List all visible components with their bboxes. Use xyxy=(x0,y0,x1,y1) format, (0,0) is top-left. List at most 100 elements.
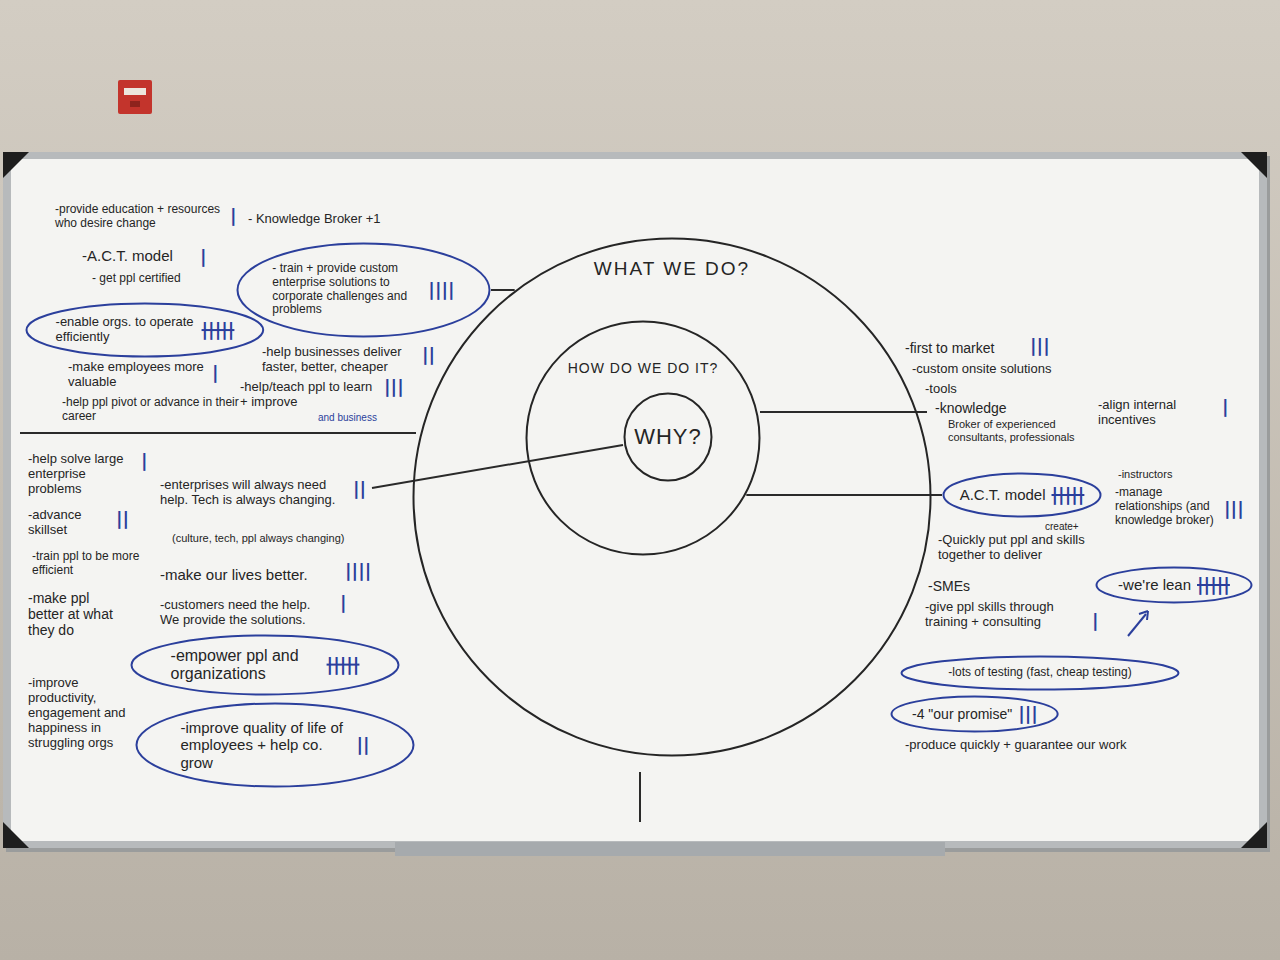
golden-circle: WHY? HOW DO WE DO IT? xyxy=(525,320,761,556)
circled-note: -we're lean ||||| xyxy=(1095,566,1253,604)
note-text: -tools xyxy=(925,382,957,397)
circled-note: -4 "our promise" ||| xyxy=(890,695,1059,733)
arrow-head xyxy=(1139,611,1148,620)
circle-title: WHY? xyxy=(634,424,702,449)
tally-mark: ||||| xyxy=(1197,576,1230,594)
label-slot: -knowledge xyxy=(935,400,1007,416)
label-slot: -enterprises will always need help. Tech… xyxy=(160,478,350,508)
note-text: -Quickly put ppl and skills together to … xyxy=(938,533,1108,563)
node-content: A.C.T. model||||| xyxy=(960,486,1085,504)
label-slot: | xyxy=(1222,398,1229,416)
tally-mark: | xyxy=(212,364,219,382)
label-slot: and business xyxy=(318,412,377,424)
note-text: -we're lean xyxy=(1118,576,1191,593)
label-slot: ||| xyxy=(1224,500,1244,518)
circled-note: -improve quality of life of employees + … xyxy=(135,702,415,788)
circled-ring xyxy=(137,704,414,787)
tally-mark: |||| xyxy=(345,562,371,580)
label-slot: - Knowledge Broker +1 xyxy=(248,212,381,227)
tally-mark: ||||| xyxy=(1052,486,1085,504)
alarm-grille xyxy=(130,101,140,107)
label-slot: |||| xyxy=(345,562,371,580)
label-slot: -help solve large enterprise problems xyxy=(28,452,140,497)
note-text: -help businesses deliver faster, better,… xyxy=(262,345,422,375)
alarm-strobe xyxy=(124,88,146,95)
label-slot: Broker of experienced consultants, profe… xyxy=(948,418,1083,443)
circle-title: HOW DO WE DO IT? xyxy=(525,360,761,376)
circled-note: A.C.T. model||||| xyxy=(942,472,1102,518)
frame-corner xyxy=(3,822,29,848)
connector-line xyxy=(491,289,515,291)
node-content: -4 "our promise" ||| xyxy=(912,705,1038,723)
tally-mark: || xyxy=(356,736,369,754)
circled-ring xyxy=(238,244,490,337)
tally-mark: | xyxy=(141,452,148,470)
tally-mark: | xyxy=(230,207,237,225)
label-slot: -produce quickly + guarantee our work xyxy=(905,738,1126,753)
note-text: -improve productivity, engagement and ha… xyxy=(28,676,128,751)
tally-mark: || xyxy=(116,510,129,528)
note-text: -make employees more valuable xyxy=(68,360,208,390)
note-text: -train ppl to be more efficient xyxy=(32,550,144,578)
note-text: -lots of testing (fast, cheap testing) xyxy=(948,666,1131,680)
connector-line xyxy=(746,494,942,496)
board-shadow xyxy=(6,156,1270,852)
tally-mark: | xyxy=(1092,612,1099,630)
note-text: -make ppl better at what they do xyxy=(28,590,120,638)
golden-circle: WHY? HOW DO WE DO IT? WHAT WE DO? xyxy=(412,237,932,757)
node-content: -empower ppl and organizations||||| xyxy=(171,647,360,684)
label-slot: | xyxy=(230,207,237,225)
label-slot: || xyxy=(353,480,366,498)
board-frame xyxy=(3,152,1267,848)
node-content: -enable orgs. to operate efficiently||||… xyxy=(56,315,235,345)
node-content: - train + provide custom enterprise solu… xyxy=(272,262,454,317)
note-text: -produce quickly + guarantee our work xyxy=(905,738,1126,753)
node-content: WHAT WE DO? xyxy=(412,258,932,280)
label-slot: -improve productivity, engagement and ha… xyxy=(28,676,128,751)
circle-ring xyxy=(414,239,931,756)
label-slot: -help/teach ppl to learn + improve xyxy=(240,380,380,410)
node-content: -lots of testing (fast, cheap testing) xyxy=(948,666,1131,680)
label-slot: -first to market xyxy=(905,340,994,356)
note-text: -customers need the help. We provide the… xyxy=(160,598,330,628)
label-slot: -SMEs xyxy=(928,578,970,594)
note-text: Broker of experienced consultants, profe… xyxy=(948,418,1083,443)
tally-mark: ||| xyxy=(1224,500,1244,518)
label-slot: - get ppl certified xyxy=(92,272,181,286)
circle-outline xyxy=(412,237,932,757)
label-slot: || xyxy=(116,510,129,528)
label-slot: -instructors xyxy=(1118,468,1172,481)
golden-circle: WHY? xyxy=(623,392,713,482)
note-text: -A.C.T. model xyxy=(82,247,173,264)
label-slot: -tools xyxy=(925,382,957,397)
note-text: -enable orgs. to operate efficiently xyxy=(56,315,196,345)
tally-mark: ||||| xyxy=(327,656,360,674)
board-surface xyxy=(11,159,1259,841)
tally-mark: ||| xyxy=(384,378,404,396)
tally-mark: | xyxy=(1222,398,1229,416)
note-text: -4 "our promise" xyxy=(912,706,1012,722)
note-text: -help ppl pivot or advance in their care… xyxy=(62,396,242,424)
node-content: -improve quality of life of employees + … xyxy=(180,719,369,771)
label-slot: (culture, tech, ppl always changing) xyxy=(172,532,344,545)
note-text: - train + provide custom enterprise solu… xyxy=(272,262,422,317)
fire-alarm xyxy=(118,80,152,114)
note-text: - Knowledge Broker +1 xyxy=(248,212,381,227)
node-content: WHY? xyxy=(634,424,702,449)
label-slot: -give ppl skills through training + cons… xyxy=(925,600,1090,630)
label-slot: | xyxy=(1092,612,1099,630)
note-text: and business xyxy=(318,412,377,424)
tally-mark: | xyxy=(200,248,207,266)
circled-ring xyxy=(892,697,1058,732)
label-slot: -make employees more valuable xyxy=(68,360,208,390)
label-slot: | xyxy=(340,594,347,612)
circle-ring xyxy=(625,394,712,481)
tally-mark: ||| xyxy=(1018,705,1038,723)
note-text: -provide education + resources who desir… xyxy=(55,203,227,231)
label-slot: -help businesses deliver faster, better,… xyxy=(262,345,422,375)
label-slot: | xyxy=(212,364,219,382)
leader-line xyxy=(372,445,623,488)
note-text: -manage relationships (and knowledge bro… xyxy=(1115,486,1220,527)
marker-stroke xyxy=(639,772,641,822)
